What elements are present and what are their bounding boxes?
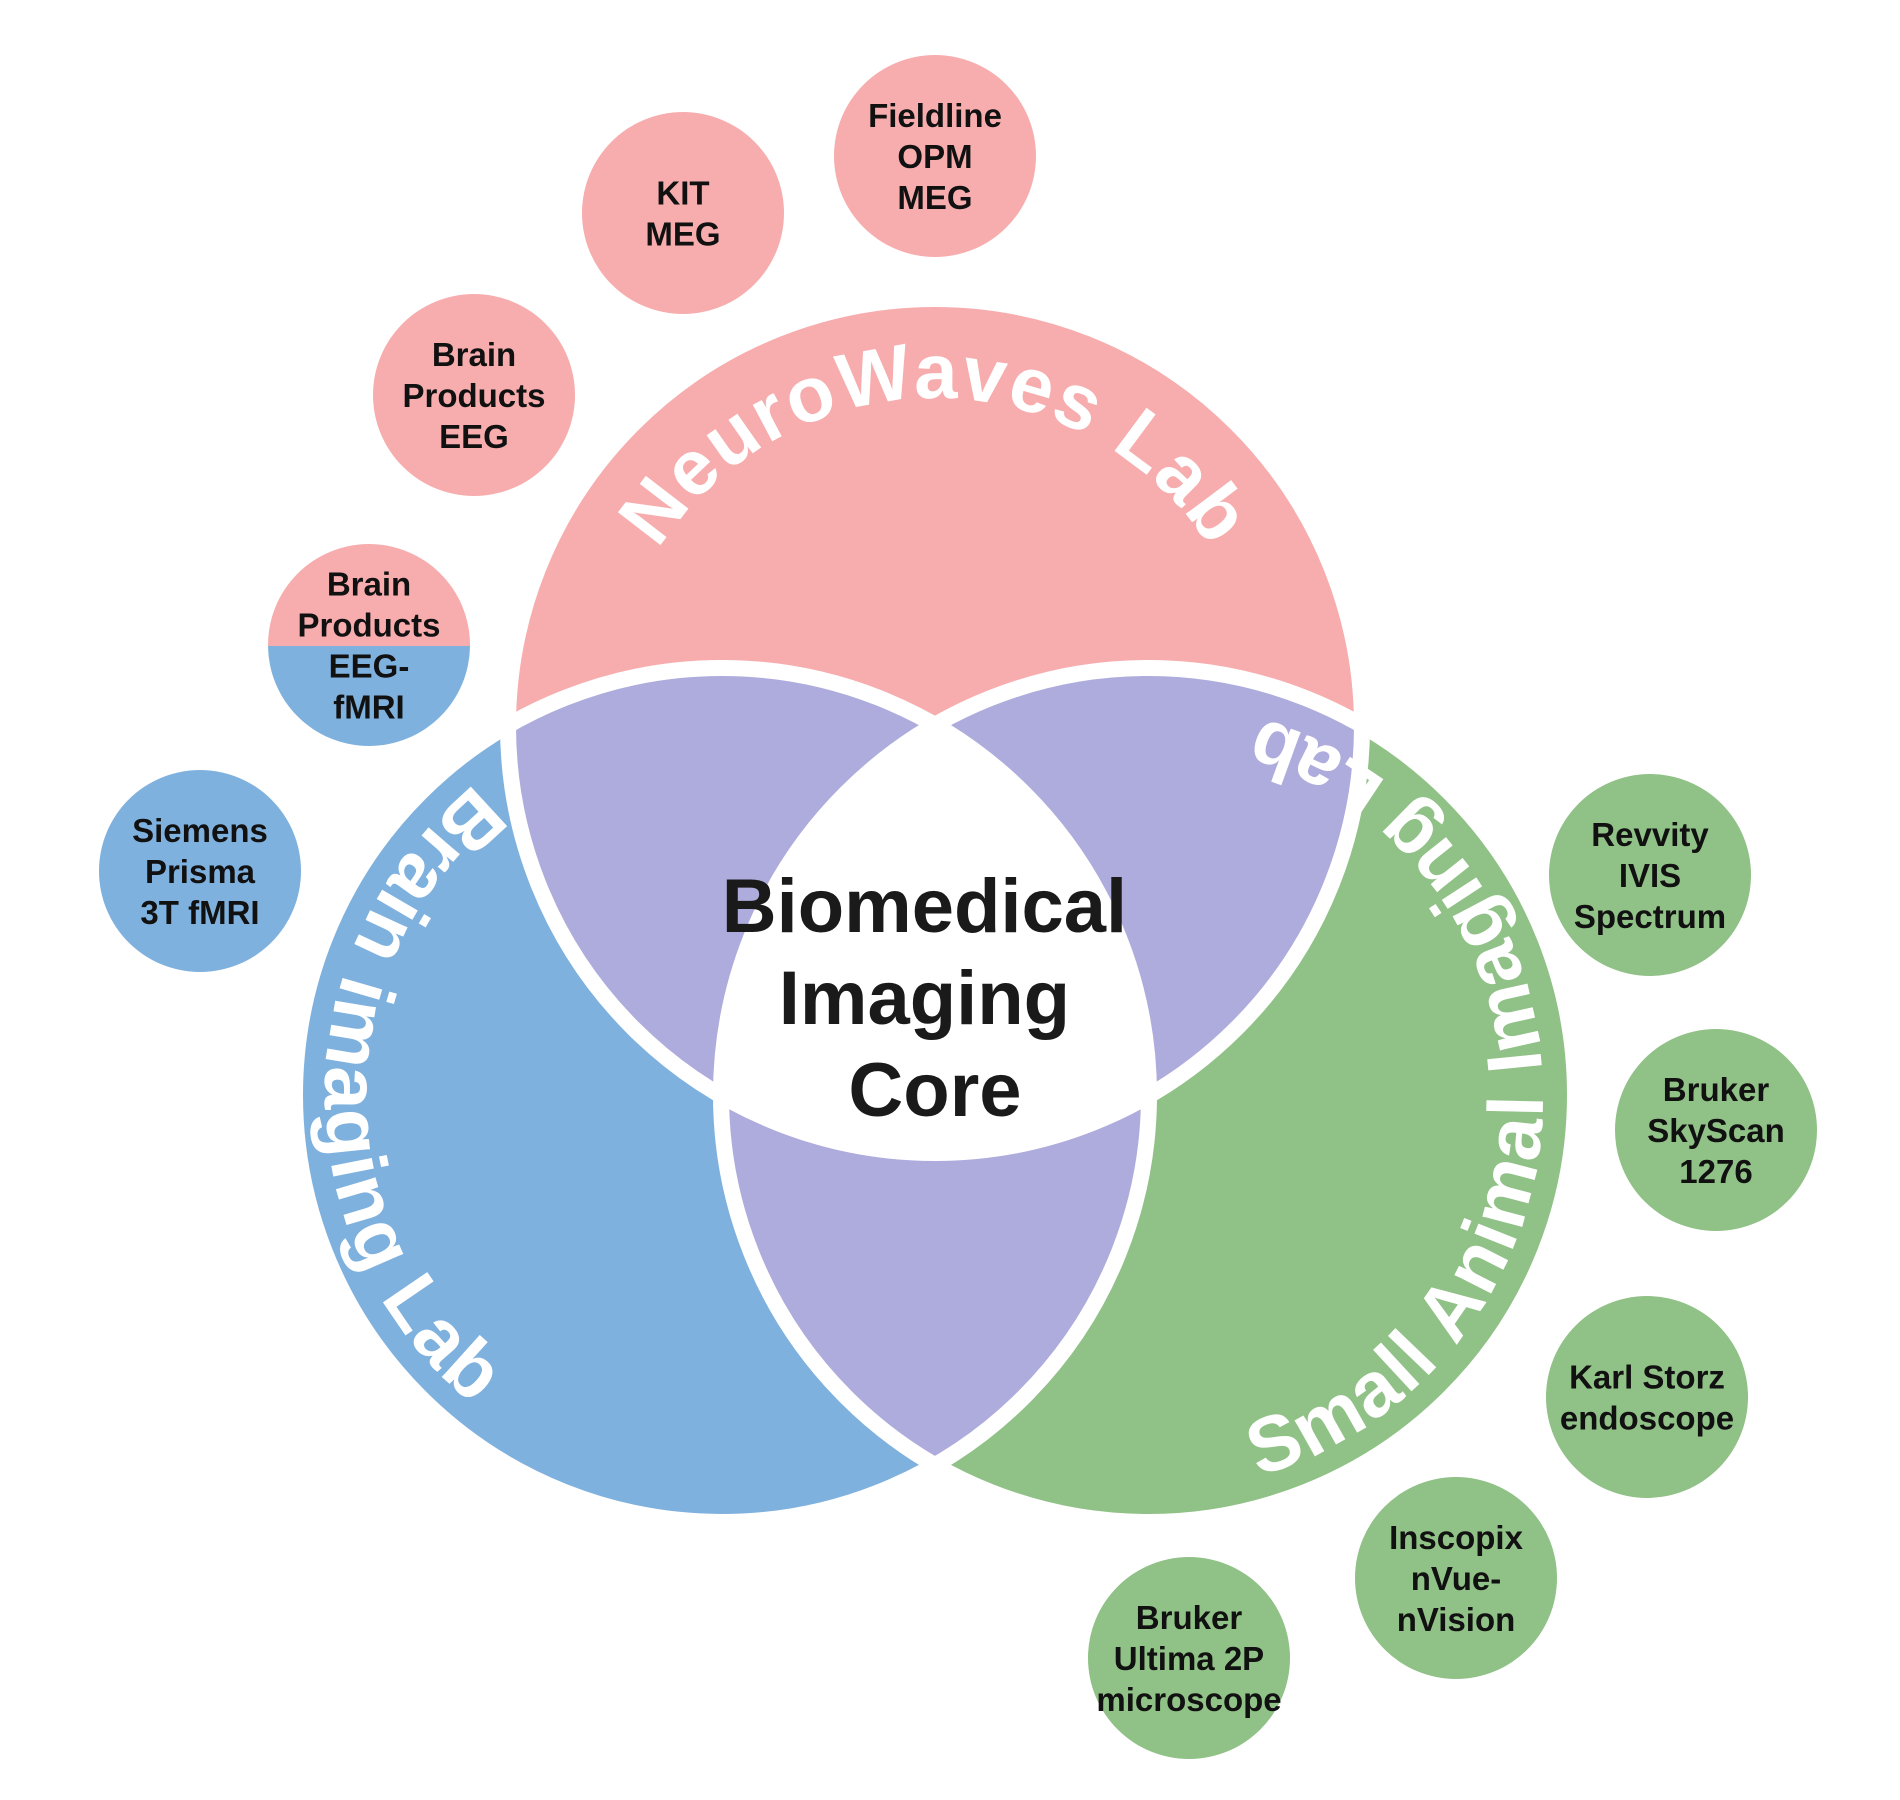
bubble-label-line: MEG xyxy=(645,216,720,253)
bubble-label-line: Products xyxy=(297,607,440,644)
bubble-label-line: Bruker xyxy=(1663,1071,1770,1108)
bubble-label-line: endoscope xyxy=(1560,1400,1734,1437)
bubble-label-line: Products xyxy=(402,377,545,414)
bubble-label: Karl Storz endoscope xyxy=(1560,1359,1734,1437)
brain-outline xyxy=(287,660,1157,1530)
bubble-circle xyxy=(1546,1296,1748,1498)
bubble-label: KIT MEG xyxy=(645,175,720,253)
bubble-label-line: KIT xyxy=(656,175,709,212)
bubble-label-line: SkyScan xyxy=(1647,1112,1785,1149)
inscopix-nvue-bubble: Inscopix nVue-nVision xyxy=(1355,1477,1557,1679)
bubble-circle xyxy=(1088,1557,1290,1759)
bubble-circle xyxy=(1615,1029,1817,1231)
bubble-label-line: Inscopix xyxy=(1389,1519,1524,1556)
bubble-bottom-half xyxy=(268,646,470,746)
bubble-label-line: Fieldline xyxy=(868,97,1002,134)
bubble-label-line: Prisma xyxy=(145,853,256,890)
bubble-circle xyxy=(582,112,784,314)
bubble-circle xyxy=(1355,1477,1557,1679)
animal-outline xyxy=(713,660,1583,1530)
bubble-label-line: Siemens xyxy=(132,812,268,849)
karl-storz-endoscope-bubble: Karl Storz endoscope xyxy=(1546,1296,1748,1498)
center-title-line: Biomedical xyxy=(722,864,1127,949)
bubble-label-line: Revvity xyxy=(1591,816,1709,853)
bubble-circle xyxy=(373,294,575,496)
bubble-label: Inscopix nVue-nVision xyxy=(1389,1519,1524,1638)
center-title-line: Core xyxy=(848,1048,1021,1133)
bubble-label-line: Ultima 2P xyxy=(1114,1640,1264,1677)
bubble-label-line: MEG xyxy=(897,179,972,216)
bubble-label-line: Bruker xyxy=(1136,1599,1243,1636)
bubble-label-line: Brain xyxy=(432,336,516,373)
bubble-label-line: 3T fMRI xyxy=(140,894,259,931)
bubble-label-line: fMRI xyxy=(333,689,404,726)
bubble-top-half xyxy=(268,544,470,646)
bubble-label-line: Brain xyxy=(327,566,411,603)
bubble-circle xyxy=(834,55,1036,257)
kit-meg-bubble: KIT MEG xyxy=(582,112,784,314)
bubble-label-line: microscope xyxy=(1096,1681,1281,1718)
bubble-label-line: OPM xyxy=(897,138,972,175)
bubble-label-line: EEG xyxy=(439,418,509,455)
bubble-label-line: 1276 xyxy=(1679,1153,1752,1190)
bubble-label-line: Spectrum xyxy=(1574,898,1726,935)
bubble-label-line: IVIS xyxy=(1619,857,1681,894)
bubble-label-line: nVision xyxy=(1397,1601,1516,1638)
bubble-label-line: EEG- xyxy=(329,648,410,685)
center-title-line: Imaging xyxy=(779,956,1070,1041)
bubble-label-line: Karl Storz xyxy=(1569,1359,1725,1396)
bubble-circle xyxy=(99,770,301,972)
bubble-label-line: nVue- xyxy=(1411,1560,1501,1597)
center-title: Biomedical Imaging Core xyxy=(722,864,1149,1133)
bubble-circle xyxy=(1549,774,1751,976)
